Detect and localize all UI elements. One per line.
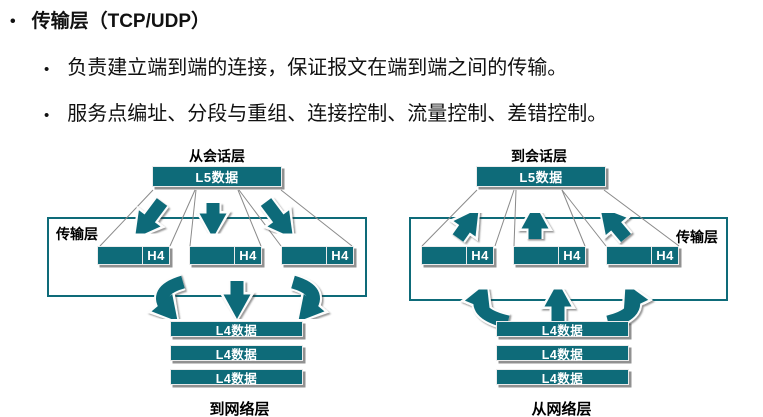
right-top-label: 到会话层 bbox=[511, 148, 567, 164]
l5-data-box: L5数据 bbox=[152, 166, 282, 187]
bullet-icon: • bbox=[10, 13, 16, 30]
h4-header-tag: H4 bbox=[558, 247, 585, 264]
right-layer-label: 传输层 bbox=[676, 229, 718, 245]
l4-data-box: L4数据 bbox=[496, 321, 629, 338]
h4-segment-box: H4 bbox=[281, 246, 354, 265]
page-title: 传输层（TCP/UDP） bbox=[31, 11, 211, 32]
bullet-text: 服务点编址、分段与重组、连接控制、流量控制、差错控制。 bbox=[67, 103, 608, 125]
left-top-label: 从会话层 bbox=[189, 148, 245, 164]
slide-title-row: • 传输层（TCP/UDP） bbox=[10, 6, 210, 33]
h4-segment-box: H4 bbox=[606, 246, 679, 265]
left-layer-label: 传输层 bbox=[56, 226, 98, 242]
bullet-icon: • bbox=[44, 107, 50, 124]
h4-header-tag: H4 bbox=[326, 247, 353, 264]
bullet-icon: • bbox=[44, 61, 50, 78]
h4-segment-box: H4 bbox=[421, 246, 494, 265]
h4-segment-box: H4 bbox=[189, 246, 262, 265]
l4-data-box: L4数据 bbox=[170, 321, 303, 338]
h4-segment-box: H4 bbox=[97, 246, 170, 265]
l4-data-box: L4数据 bbox=[170, 345, 303, 362]
h4-header-tag: H4 bbox=[466, 247, 493, 264]
left-bottom-label: 到网络层 bbox=[209, 401, 270, 417]
l4-data-box: L4数据 bbox=[170, 369, 303, 386]
h4-header-tag: H4 bbox=[142, 247, 169, 264]
l4-data-box: L4数据 bbox=[496, 369, 629, 386]
bullet-item: • 负责建立端到端的连接，保证报文在端到端之间的传输。 bbox=[44, 51, 567, 80]
l4-data-box: L4数据 bbox=[496, 345, 629, 362]
bullet-item: • 服务点编址、分段与重组、连接控制、流量控制、差错控制。 bbox=[44, 97, 607, 126]
h4-segment-box: H4 bbox=[513, 246, 586, 265]
h4-header-tag: H4 bbox=[234, 247, 261, 264]
h4-header-tag: H4 bbox=[651, 247, 678, 264]
l5-data-box: L5数据 bbox=[476, 166, 606, 187]
right-bottom-label: 从网络层 bbox=[531, 401, 592, 417]
bullet-text: 负责建立端到端的连接，保证报文在端到端之间的传输。 bbox=[67, 57, 568, 79]
